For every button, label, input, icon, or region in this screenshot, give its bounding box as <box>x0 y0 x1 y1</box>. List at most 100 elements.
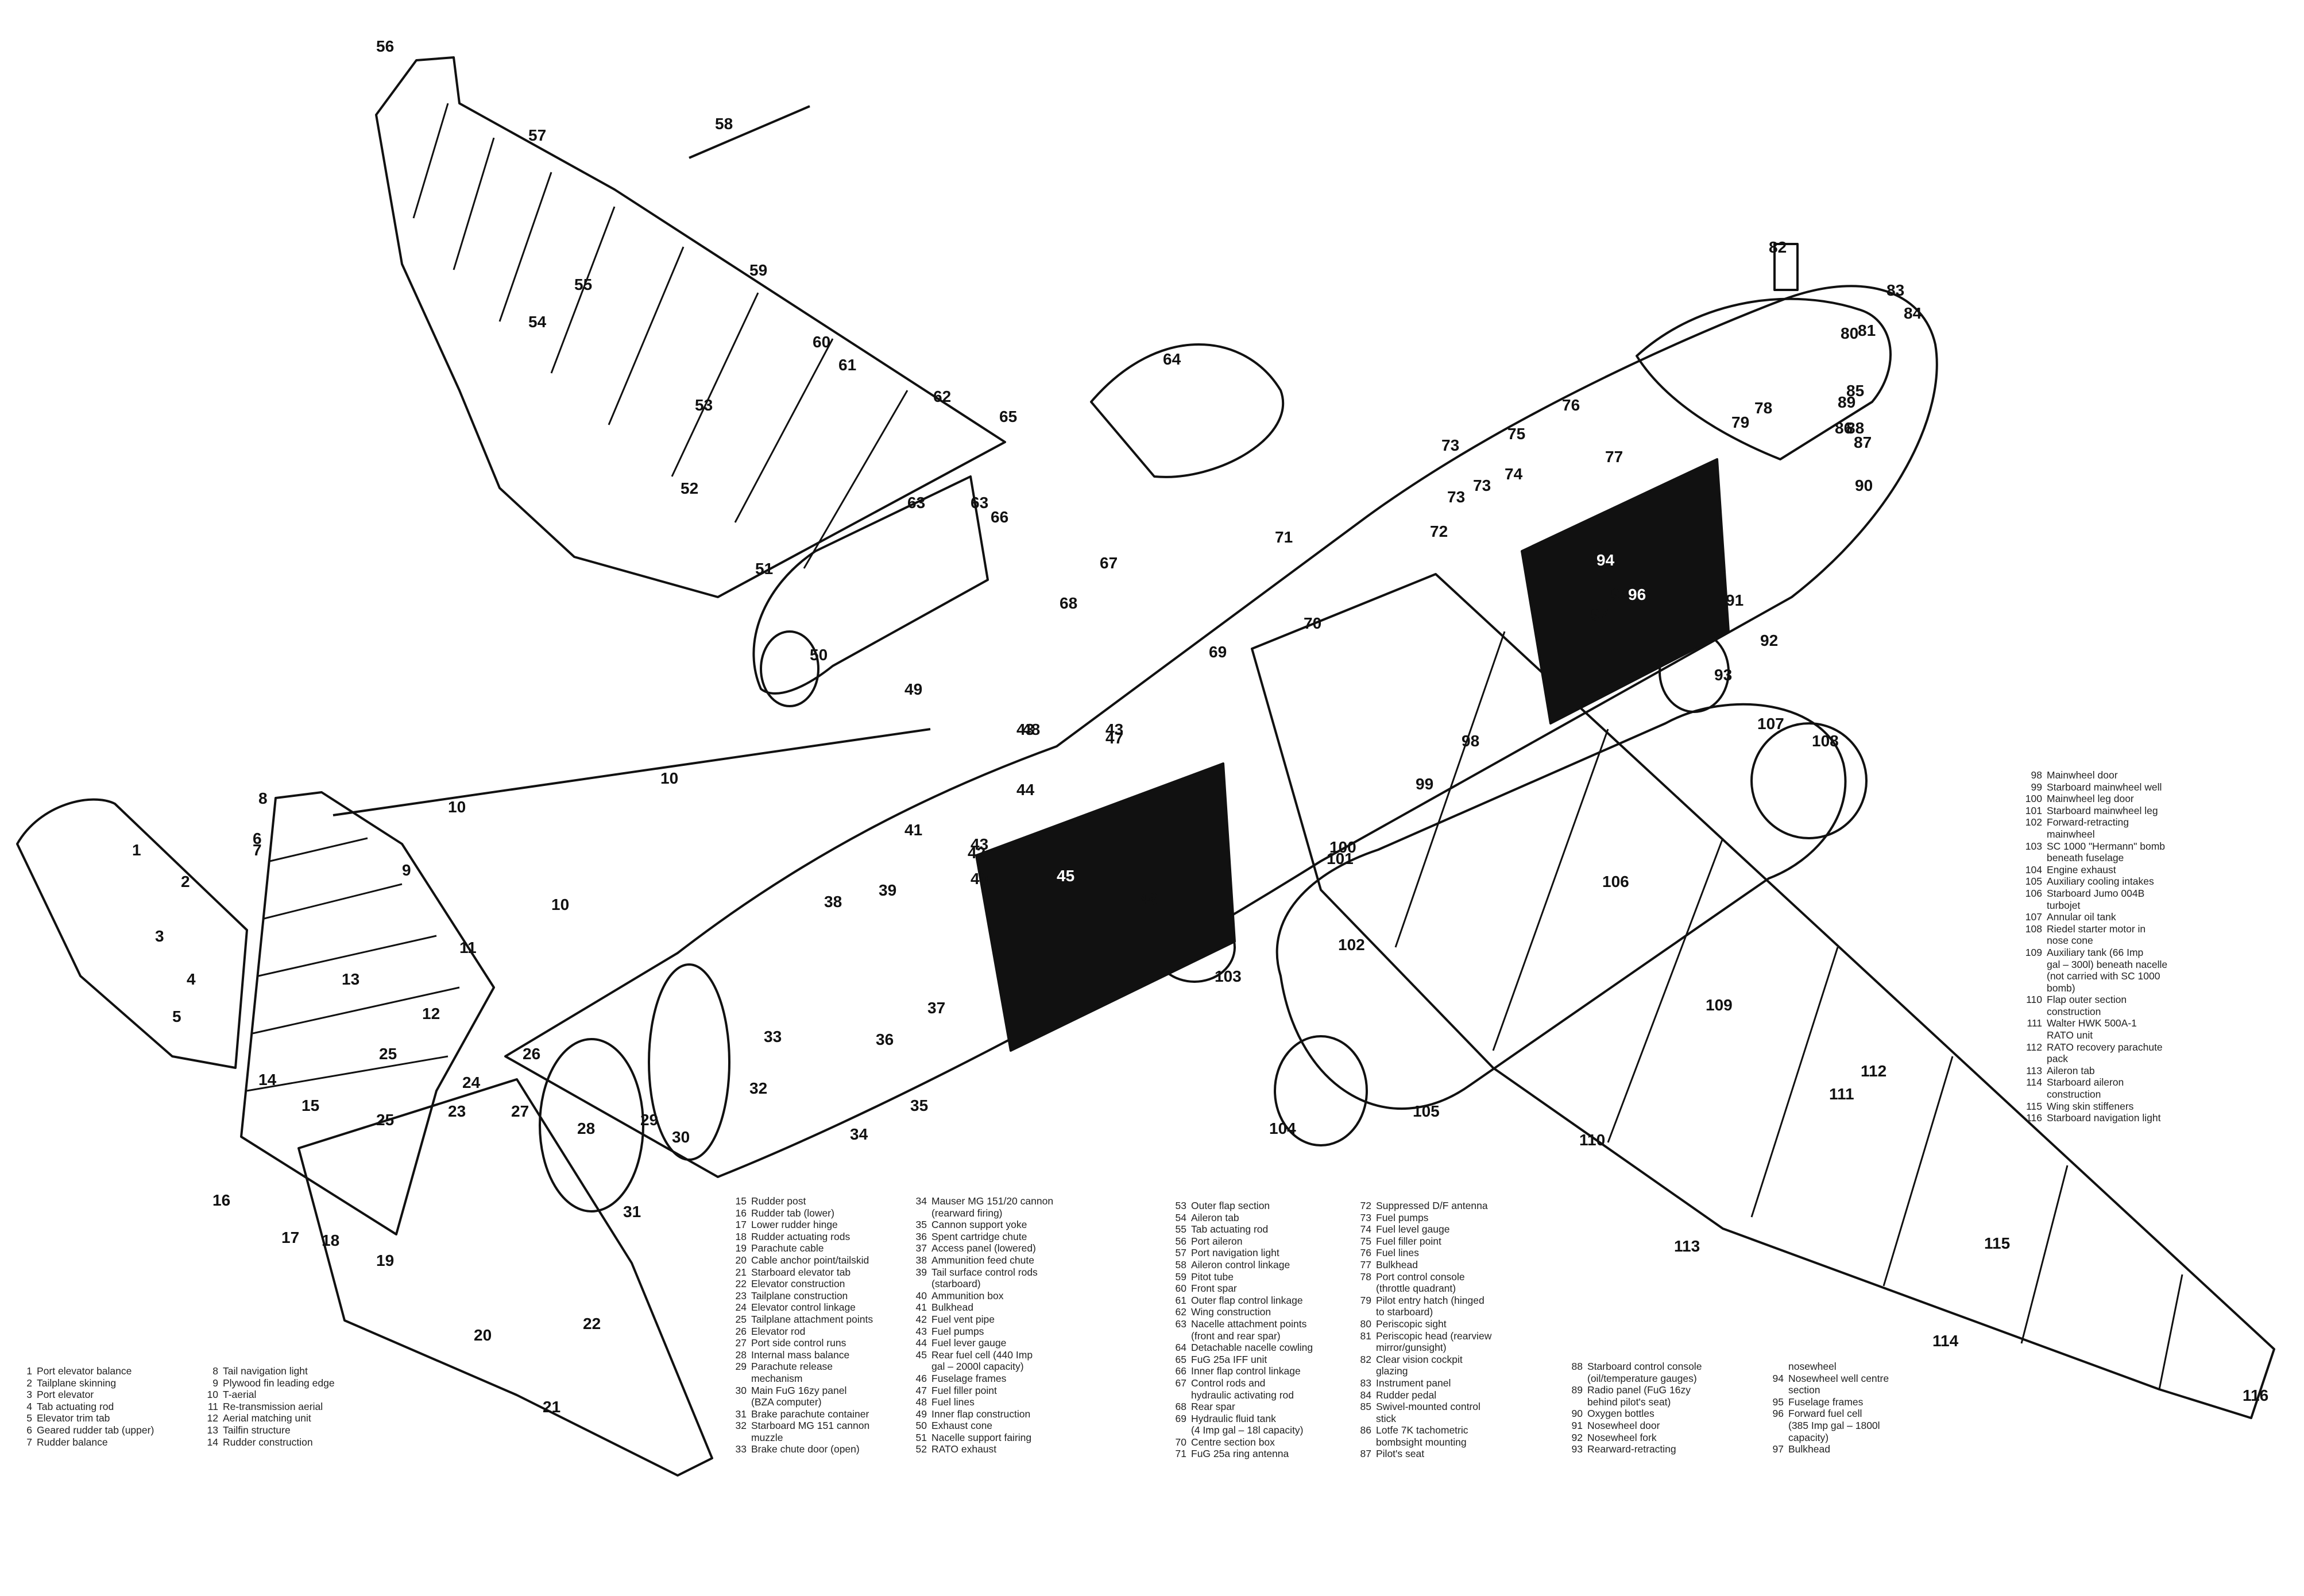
legend-entry-label: Re-transmission aerial <box>223 1400 323 1412</box>
callout-number: 1 <box>132 841 141 859</box>
callout-number: 78 <box>1754 399 1772 417</box>
legend-entry-label: Fuel vent pipe <box>931 1313 995 1325</box>
legend-entry-label: Inner flap control linkage <box>1191 1365 1301 1377</box>
legend-entry-number: 54 <box>1175 1211 1186 1223</box>
legend-entry-number: 50 <box>915 1420 927 1432</box>
callout-number: 69 <box>1209 643 1227 661</box>
callout-number: 62 <box>933 388 951 405</box>
callout-number: 9 <box>402 861 411 879</box>
callout-number: 49 <box>904 680 922 698</box>
legend-entry-number: 115 <box>2026 1100 2042 1112</box>
legend-entry: 100 Mainwheel leg door <box>2020 793 2167 805</box>
legend-entry-number: 88 <box>1571 1361 1583 1372</box>
legend-entry-label: Inner flap construction <box>931 1408 1031 1420</box>
port-wing-ribs <box>412 103 909 569</box>
legend-entry-number: 76 <box>1360 1247 1371 1259</box>
legend-entry-number: 71 <box>1175 1448 1186 1460</box>
legend-entry-number: 58 <box>1175 1258 1186 1270</box>
callout-number: 113 <box>1674 1237 1700 1255</box>
legend-entry-label: Fuselage frames <box>1788 1396 1864 1408</box>
legend-entry-label: Port side control runs <box>751 1337 846 1349</box>
legend-entry-number: 100 <box>2025 793 2042 805</box>
callout-number: 30 <box>672 1128 690 1146</box>
callout-number: 41 <box>904 821 922 839</box>
legend-entry-number: 61 <box>1175 1294 1186 1306</box>
legend-entry-label: Rudder post <box>751 1195 806 1207</box>
callout-number: 103 <box>1215 967 1242 985</box>
legend-entry-label: Starboard MG 151 cannon muzzle <box>751 1420 870 1443</box>
legend-entry-number: 7 <box>26 1436 32 1448</box>
legend-entry-label: Rudder actuating rods <box>751 1230 851 1242</box>
callout-number: 115 <box>1984 1234 2010 1252</box>
callout-number: 54 <box>528 313 547 331</box>
legend-entry-label: Rudder tab (lower) <box>751 1207 834 1219</box>
legend-entry-number: 82 <box>1360 1353 1371 1365</box>
legend-entry-label: Tailplane construction <box>751 1289 848 1301</box>
callout-number: 8 <box>258 789 268 807</box>
legend-entry-label: Swivel-mounted control stick <box>1376 1401 1480 1424</box>
callout-number: 42 <box>968 844 985 862</box>
callout-number: 66 <box>991 508 1008 526</box>
legend-entry-label: Outer flap control linkage <box>1191 1294 1303 1306</box>
callout-number: 10 <box>660 769 678 787</box>
legend-entry-label: Fuel pumps <box>931 1325 984 1337</box>
legend-entry-label: Fuel lever gauge <box>931 1337 1007 1349</box>
legend-entry-label: Aileron control linkage <box>1191 1258 1290 1270</box>
legend-entry-number: 42 <box>915 1313 927 1325</box>
callout-number: 73 <box>1447 488 1465 506</box>
legend-entry-number: 67 <box>1175 1377 1186 1389</box>
legend-entry-label: Periscopic sight <box>1376 1318 1447 1330</box>
legend-entry-number: 69 <box>1175 1412 1186 1424</box>
callout-number: 10 <box>551 896 569 913</box>
callout-number: 77 <box>1605 448 1623 466</box>
legend-entry-label: Mainwheel leg door <box>2047 793 2134 805</box>
legend-entry-label: Starboard mainwheel well <box>2047 781 2162 793</box>
callout-number: 101 <box>1327 850 1354 867</box>
legend-entry-number: 79 <box>1360 1294 1371 1306</box>
legend-entry-label: Brake chute door (open) <box>751 1443 860 1455</box>
starboard-exhaust-cone <box>1274 1035 1368 1146</box>
legend-entry-number: 63 <box>1175 1318 1186 1330</box>
callout-number: 99 <box>1416 775 1433 793</box>
legend-entry-number: 116 <box>2026 1112 2042 1124</box>
legend-entry: 42 Fuel vent pipe <box>905 1314 1053 1326</box>
callout-number: 43 <box>971 835 988 853</box>
legend-entry-label: Fuel lines <box>1376 1247 1419 1259</box>
legend-entry-label: RATO exhaust <box>931 1443 997 1455</box>
legend-entry-label: Plywood fin leading edge <box>223 1377 335 1389</box>
legend-entry-number: 16 <box>735 1207 747 1219</box>
legend-entry-label: Forward-retracting mainwheel <box>2047 816 2129 840</box>
starboard-wing-ribs <box>1394 631 2183 1390</box>
callout-number: 85 <box>1846 382 1864 400</box>
callout-number: 75 <box>1507 425 1525 443</box>
legend-entry-label: Geared rudder tab (upper) <box>37 1424 154 1436</box>
callout-number: 37 <box>927 999 945 1017</box>
callout-number: 21 <box>543 1398 560 1416</box>
legend-entry-label: Starboard navigation light <box>2047 1112 2161 1124</box>
legend-entry-label: Auxiliary cooling intakes <box>2047 876 2154 888</box>
callout-number: 88 <box>1846 419 1864 437</box>
legend-entry-label: Engine exhaust <box>2047 863 2116 876</box>
legend-entry-number: 33 <box>735 1443 747 1455</box>
legend-entry-number: 92 <box>1571 1431 1583 1443</box>
legend-entry-number: 51 <box>915 1431 927 1443</box>
